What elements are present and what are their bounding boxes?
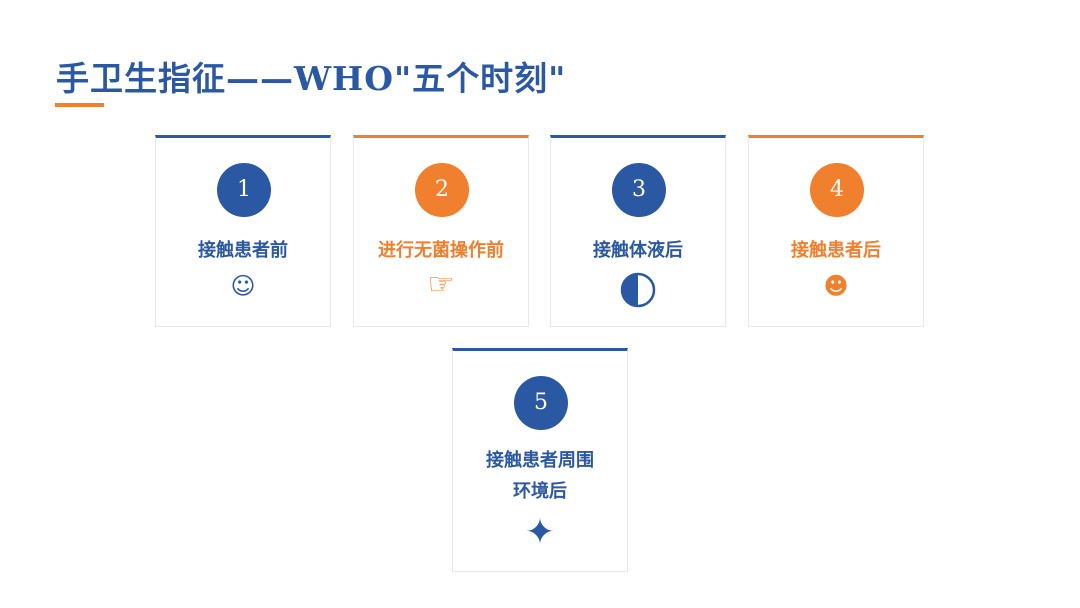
- moment-number-5: 5: [514, 376, 568, 430]
- moment-card-2: 2 进行无菌操作前 ☞: [353, 135, 529, 327]
- pointing-hand-icon: ☞: [427, 267, 455, 302]
- title-underline: [55, 103, 104, 107]
- moment-card-1: 1 接触患者前 ☺: [155, 135, 331, 327]
- smiley-filled-icon: ☻: [823, 272, 849, 300]
- moment-number-2: 2: [415, 163, 469, 217]
- moment-card-3: 3 接触体液后: [550, 135, 726, 327]
- moment-label-3: 接触体液后: [593, 240, 683, 261]
- half-circle-icon: [551, 272, 725, 311]
- moment-label-4: 接触患者后: [791, 240, 881, 261]
- moment-card-4: 4 接触患者后 ☻: [748, 135, 924, 327]
- slide-title: 手卫生指征——WHO"五个时刻": [56, 59, 567, 98]
- smiley-outline-icon: ☺: [230, 272, 256, 300]
- moment-label-2: 进行无菌操作前: [378, 240, 504, 261]
- moment-number-3: 3: [612, 163, 666, 217]
- moment-label-5-line1: 接触患者周围: [486, 450, 594, 471]
- moment-number-4: 4: [810, 163, 864, 217]
- moment-card-5: 5 接触患者周围 环境后 ✦: [452, 348, 628, 572]
- four-point-star-icon: ✦: [524, 512, 556, 553]
- moment-label-1: 接触患者前: [198, 240, 288, 261]
- moment-number-1: 1: [217, 163, 271, 217]
- moment-label-5: 接触患者周围 环境后: [453, 445, 627, 507]
- moment-label-5-line2: 环境后: [513, 481, 567, 502]
